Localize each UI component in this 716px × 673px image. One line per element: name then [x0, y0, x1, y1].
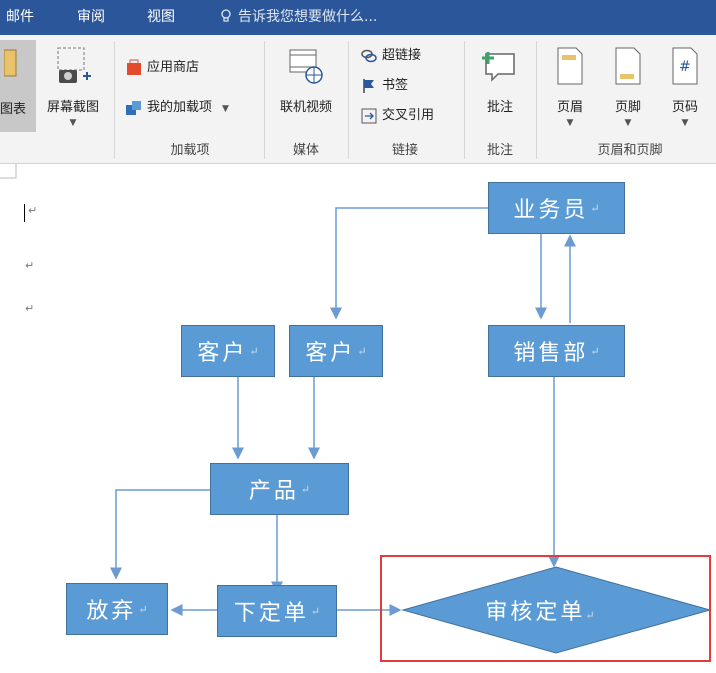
footer-button[interactable]: 页脚 ▼	[598, 40, 658, 132]
bookmark-button[interactable]: 书签	[360, 75, 408, 97]
paragraph-mark: ↵	[25, 302, 35, 315]
node-abandon[interactable]: 放弃↵	[66, 583, 168, 635]
page-number-icon: #	[672, 47, 698, 85]
screenshot-icon	[57, 47, 91, 83]
addins-icon	[126, 100, 141, 115]
tab-view[interactable]: 视图	[147, 9, 175, 25]
connector-salesperson-to-customer	[330, 207, 488, 320]
divider	[536, 41, 537, 159]
film-globe-icon	[289, 49, 323, 84]
footer-label: 页脚	[614, 100, 641, 115]
tell-me-placeholder: 告诉我您想要做什么...	[238, 9, 378, 25]
connector-product-to-abandon	[110, 489, 210, 580]
flag-icon	[363, 78, 374, 93]
group-label-header-footer: 页眉和页脚	[597, 143, 663, 158]
margin-corner-mark	[0, 164, 17, 179]
divider	[348, 41, 349, 159]
svg-text:#: #	[679, 59, 691, 75]
paragraph-mark: ↵	[138, 602, 148, 616]
group-label-addins: 加载项	[170, 143, 210, 158]
group-label-links: 链接	[391, 143, 418, 158]
node-sales-dept-label: 销售部	[513, 341, 589, 366]
screenshot-label: 屏幕截图	[46, 100, 99, 115]
paragraph-mark: ↵	[357, 344, 367, 358]
ribbon-tab-bar: 邮件 审阅 视图 告诉我您想要做什么...	[0, 0, 716, 35]
node-review-order-label[interactable]: 审核定单↵	[470, 594, 610, 625]
selection-highlight-box	[380, 555, 711, 662]
lightbulb-icon	[221, 9, 231, 22]
divider	[264, 41, 265, 159]
footer-icon	[615, 47, 641, 85]
header-label: 页眉	[556, 100, 583, 115]
node-review-order-text: 审核定单	[485, 600, 586, 625]
ribbon: 图表 屏幕截图 ▼ 应用商店 我的加载项 ▼ 加载项 联机视频 媒体 超链接 书签	[0, 35, 716, 164]
app-store-label: 应用商店	[147, 60, 200, 75]
header-icon	[557, 47, 583, 85]
my-addins-button[interactable]: 我的加载项 ▼	[125, 97, 229, 119]
online-video-label: 联机视频	[279, 100, 332, 115]
store-icon	[127, 59, 141, 75]
my-addins-label: 我的加载项	[147, 100, 213, 115]
group-label-comments: 批注	[486, 143, 513, 158]
chart-icon	[4, 49, 17, 77]
node-salesperson[interactable]: 业务员↵	[488, 182, 625, 234]
header-button[interactable]: 页眉 ▼	[540, 40, 600, 132]
app-store-button[interactable]: 应用商店	[125, 57, 199, 79]
chevron-down-icon: ▼	[624, 118, 632, 128]
chevron-down-icon: ▼	[566, 118, 574, 128]
divider	[114, 41, 115, 159]
document-canvas[interactable]: ↵ ↵ ↵ 业务员↵ 客户↵ 客户↵ 销售部↵ 产品↵ 放弃↵ 下定单↵ 审核定…	[0, 164, 716, 673]
chevron-down-icon: ▼	[69, 118, 77, 128]
node-place-order-label: 下定单	[233, 601, 309, 626]
cross-reference-label: 交叉引用	[382, 108, 435, 123]
node-place-order[interactable]: 下定单↵	[217, 585, 337, 637]
node-customer[interactable]: 客户↵	[181, 325, 275, 377]
paragraph-mark: ↵	[249, 344, 259, 358]
chart-label: 图表	[0, 102, 27, 117]
node-salesperson-label: 业务员	[513, 198, 589, 223]
divider	[464, 41, 465, 159]
paragraph-mark: ↵	[310, 604, 321, 618]
tab-review[interactable]: 审阅	[77, 9, 105, 25]
chevron-down-icon: ▼	[222, 104, 229, 114]
hyperlink-button[interactable]: 超链接	[360, 45, 421, 67]
cross-reference-icon	[361, 108, 377, 123]
chevron-down-icon: ▼	[681, 118, 689, 128]
tab-mailings[interactable]: 邮件	[6, 9, 34, 25]
paragraph-mark: ↵	[590, 344, 600, 358]
node-product[interactable]: 产品↵	[210, 463, 349, 515]
node-product-label: 产品	[248, 479, 299, 504]
node-abandon-label: 放弃	[86, 599, 137, 624]
text-cursor	[24, 204, 25, 222]
paragraph-mark: ↵	[300, 482, 311, 496]
node-customer-label: 客户	[197, 341, 248, 366]
tell-me-search[interactable]: 告诉我您想要做什么...	[220, 0, 377, 35]
bookmark-label: 书签	[382, 78, 409, 93]
node-sales-dept[interactable]: 销售部↵	[488, 325, 625, 377]
hyperlink-label: 超链接	[382, 48, 422, 63]
cross-reference-button[interactable]: 交叉引用	[360, 105, 434, 127]
comment-icon	[482, 52, 515, 82]
screenshot-button[interactable]: 屏幕截图 ▼	[38, 40, 108, 132]
node-customer[interactable]: 客户↵	[289, 325, 383, 377]
online-video-button[interactable]: 联机视频	[270, 40, 342, 132]
paragraph-mark: ↵	[25, 259, 35, 272]
paragraph-mark: ↵	[590, 201, 600, 215]
group-label-media: 媒体	[292, 143, 319, 158]
page-number-button[interactable]: # 页码 ▼	[655, 40, 715, 132]
paragraph-mark: ↵	[28, 204, 38, 217]
page-number-label: 页码	[671, 100, 698, 115]
comment-label: 批注	[486, 100, 513, 115]
node-customer-label: 客户	[305, 341, 356, 366]
comment-button[interactable]: 批注	[470, 40, 530, 132]
paragraph-mark: ↵	[585, 609, 595, 622]
link-icon	[361, 49, 377, 62]
chart-button[interactable]: 图表	[0, 40, 36, 132]
